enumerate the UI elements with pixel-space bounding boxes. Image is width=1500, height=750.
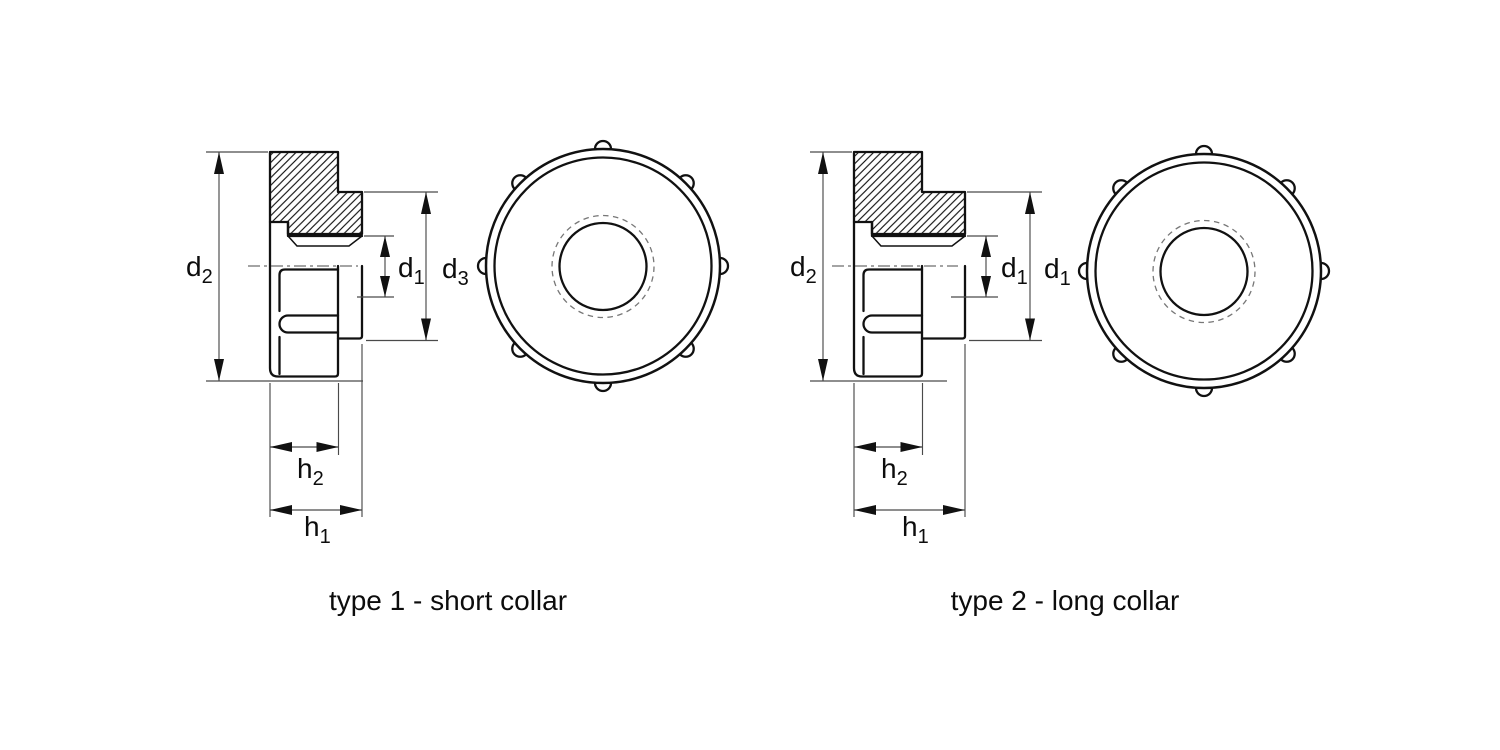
type1-head-outline <box>268 220 340 378</box>
type1-dim-d2 <box>206 151 363 382</box>
dim-label-type2-d1-collar: d1 <box>1044 253 1071 290</box>
type1-caption: type 1 - short collar <box>329 585 567 616</box>
type2-head-inner-contour <box>862 268 924 376</box>
knurl-bump-arc <box>1112 179 1129 196</box>
dim-label-type1-h2: h2 <box>297 453 324 490</box>
type1-section-hatch <box>268 150 364 236</box>
dim-label-type2-d2: d2 <box>790 251 817 288</box>
type2-outer-circle <box>1085 152 1323 390</box>
type1-knurl-bumps <box>476 139 730 393</box>
type2-dim-d1-bore <box>951 235 998 298</box>
type2-dim-d2 <box>810 151 947 382</box>
type1-dim-d1 <box>357 235 394 298</box>
type1-dim-h2 <box>269 383 340 517</box>
type1-rim-inner-circle <box>493 156 713 376</box>
dim-label-type1-h1: h1 <box>304 511 331 548</box>
knurl-bump-arc <box>1279 179 1296 196</box>
knurl-bump-arc <box>593 139 613 151</box>
type2-section-hatch <box>852 150 967 236</box>
knurl-bump-arc <box>1077 261 1089 281</box>
knurl-bump-arc <box>511 341 528 358</box>
type1-outer-circle <box>484 147 722 385</box>
dim-label-type1-d3: d3 <box>442 253 469 290</box>
dim-label-type1-d2: d2 <box>186 251 213 288</box>
type1-bore-circle <box>558 221 648 312</box>
knurl-bump-arc <box>678 174 695 191</box>
type2-bore-line <box>870 220 967 238</box>
type1-section-view: d2 d1 d3 h2 h1 <box>186 150 469 548</box>
type2-knurl-bumps <box>1077 144 1331 398</box>
type1-knurl-groove <box>278 314 340 334</box>
knurl-bump-arc <box>678 341 695 358</box>
knurl-bump-arc <box>476 256 488 276</box>
type1-bore-line <box>286 220 364 238</box>
knurl-bump-arc <box>1112 346 1129 363</box>
type2-dim-d1-collar <box>967 191 1042 342</box>
type2-caption: type 2 - long collar <box>951 585 1180 616</box>
type2-thread-line <box>871 235 966 247</box>
knurl-bump-arc <box>593 381 613 393</box>
dim-label-type2-d1-bore: d1 <box>1001 252 1028 289</box>
dim-label-type2-h1: h1 <box>902 511 929 548</box>
knurl-bump-arc <box>1194 144 1214 156</box>
type2-knurl-groove <box>862 314 924 334</box>
type1-collar-outline <box>336 264 364 340</box>
type1-thread-line <box>287 235 363 247</box>
type1-front-view <box>476 139 730 393</box>
type1-thread-dashed-circle <box>551 214 655 319</box>
dim-label-type2-h2: h2 <box>881 453 908 490</box>
dim-label-type1-d1: d1 <box>398 252 425 289</box>
knurl-bump-arc <box>1319 261 1331 281</box>
type2-collar-outline <box>920 264 967 340</box>
knurl-bump-arc <box>511 174 528 191</box>
type2-rim-inner-circle <box>1094 161 1314 381</box>
type1-dim-d3 <box>364 191 438 342</box>
knurl-bump-arc <box>1279 346 1296 363</box>
type2-front-view <box>1077 144 1331 398</box>
type2-thread-dashed-circle <box>1152 219 1256 324</box>
type1-dim-h1 <box>270 344 363 517</box>
type2-dim-h2 <box>853 383 924 517</box>
type2-section-view: d2 d1 d1 h2 h1 <box>790 150 1071 548</box>
knurl-bump-arc <box>718 256 730 276</box>
type2-dim-h1 <box>854 344 966 517</box>
knurl-bump-arc <box>1194 386 1214 398</box>
type2-bore-circle <box>1159 226 1249 317</box>
type1-head-inner-contour <box>278 268 340 376</box>
type2-head-outline <box>852 220 924 378</box>
